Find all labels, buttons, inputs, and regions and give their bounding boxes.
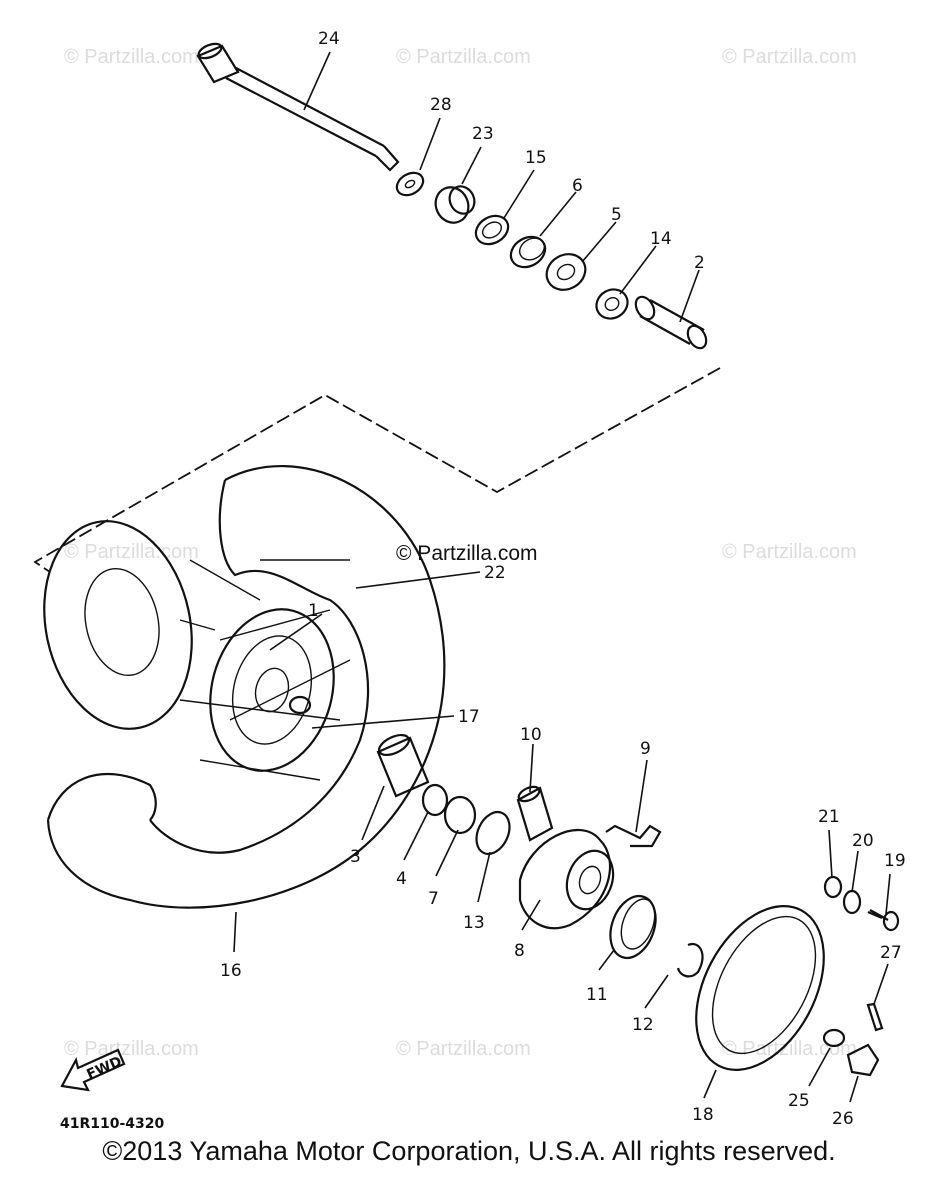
watermark-text: © Partzilla.com [722, 541, 857, 563]
callout-labels: 24 28 23 15 6 5 14 2 22 1 17 10 9 3 4 7 … [220, 29, 906, 1129]
callout-21: 21 [818, 807, 840, 827]
callout-9: 9 [640, 739, 651, 759]
callout-10: 10 [520, 725, 542, 745]
watermark-text: © Partzilla.com [722, 46, 857, 68]
watermark-text: © Partzilla.com [64, 46, 199, 68]
callout-5: 5 [611, 205, 622, 225]
lower-parts [376, 733, 900, 1077]
watermark-text: © Partzilla.com [64, 541, 199, 563]
copyright-notice: ©2013 Yamaha Motor Corporation, U.S.A. A… [102, 1136, 836, 1166]
watermarks: © Partzilla.com © Partzilla.com © Partzi… [64, 46, 857, 1060]
callout-7: 7 [428, 889, 439, 909]
watermark-text: © Partzilla.com [722, 1038, 857, 1060]
watermark-text: © Partzilla.com [64, 1038, 199, 1060]
callout-23: 23 [472, 124, 494, 144]
callout-13: 13 [463, 913, 485, 933]
callout-22: 22 [484, 563, 506, 583]
callout-20: 20 [852, 831, 874, 851]
callout-12: 12 [632, 1015, 654, 1035]
callout-1: 1 [308, 601, 319, 621]
callout-25: 25 [788, 1091, 810, 1111]
callout-15: 15 [525, 148, 547, 168]
callout-24: 24 [318, 29, 340, 49]
callout-3: 3 [350, 847, 361, 867]
callout-11: 11 [586, 985, 608, 1005]
callout-14: 14 [650, 229, 672, 249]
callout-26: 26 [832, 1109, 854, 1129]
center-watermark: © Partzilla.com [396, 542, 538, 565]
axle-part [196, 42, 400, 172]
callout-27: 27 [880, 943, 902, 963]
watermark-text: © Partzilla.com [396, 46, 531, 68]
diagram-code: 41R110-4320 [60, 1116, 165, 1132]
callout-6: 6 [572, 176, 583, 196]
callout-28: 28 [430, 95, 452, 115]
leader-lines [233, 51, 891, 1103]
callout-17: 17 [458, 707, 480, 727]
watermark-text: © Partzilla.com [396, 1038, 531, 1060]
callout-18: 18 [692, 1105, 714, 1125]
callout-19: 19 [884, 851, 906, 871]
top-parts [395, 171, 708, 350]
wheel-assembly [43, 465, 446, 909]
callout-4: 4 [396, 869, 407, 889]
callout-8: 8 [514, 941, 525, 961]
callout-2: 2 [694, 253, 705, 273]
callout-16: 16 [220, 961, 242, 981]
